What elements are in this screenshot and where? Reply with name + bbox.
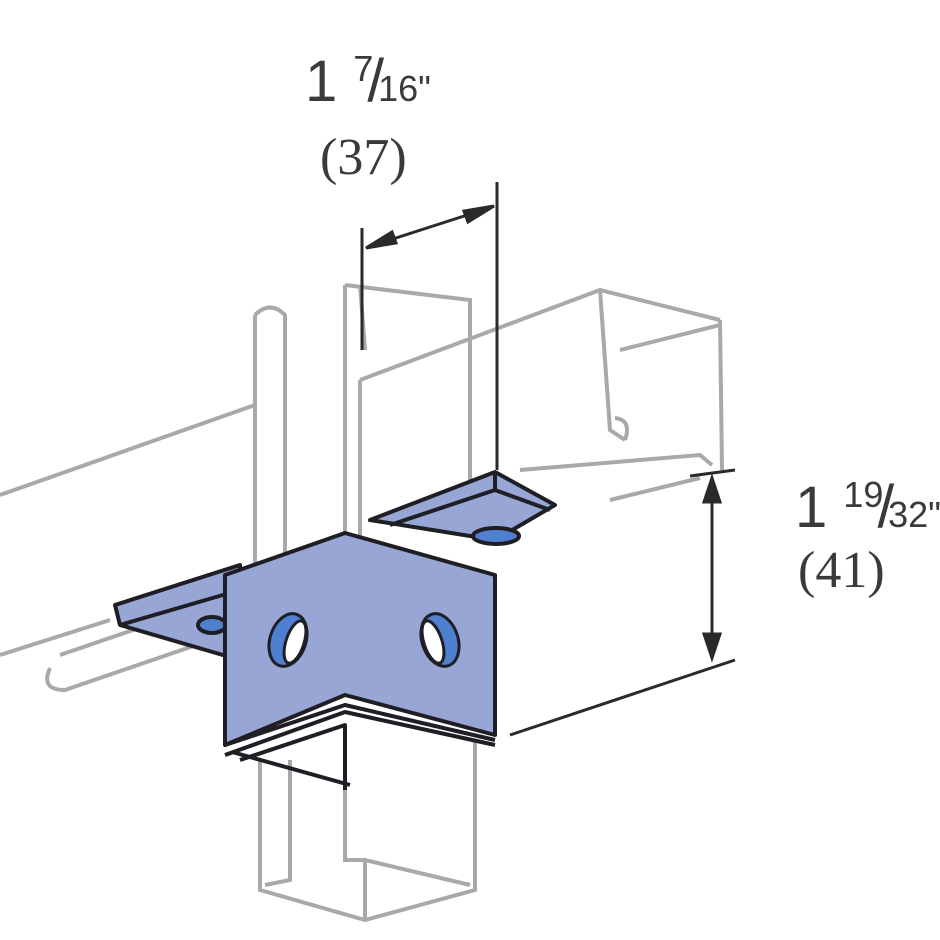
width-denominator: 16 [378,68,419,109]
fraction-slash: / [877,473,895,540]
fitting-holes [267,612,461,668]
fraction-slash: / [367,47,385,114]
hole-left [267,612,309,668]
width-dimension-metric: (37) [320,129,407,186]
width-unit: " [418,68,431,109]
width-dimension-imperial: 1 7/16" [305,48,431,118]
fitting-right-wing [368,470,557,546]
fitting-left-wing [113,563,242,662]
width-numerator: 7 [353,48,374,89]
height-whole: 1 [795,475,828,540]
width-whole: 1 [305,49,338,114]
height-dimension-line [509,468,736,737]
fitting-front-face [223,531,497,790]
height-dimension-metric: (41) [798,542,885,599]
hole-right [419,612,461,668]
width-dimension-line [360,182,499,470]
height-numerator: 19 [843,474,884,515]
height-denominator: 32 [888,494,929,535]
height-unit: " [928,494,940,535]
height-dimension-imperial: 1 19/32" [795,474,940,544]
